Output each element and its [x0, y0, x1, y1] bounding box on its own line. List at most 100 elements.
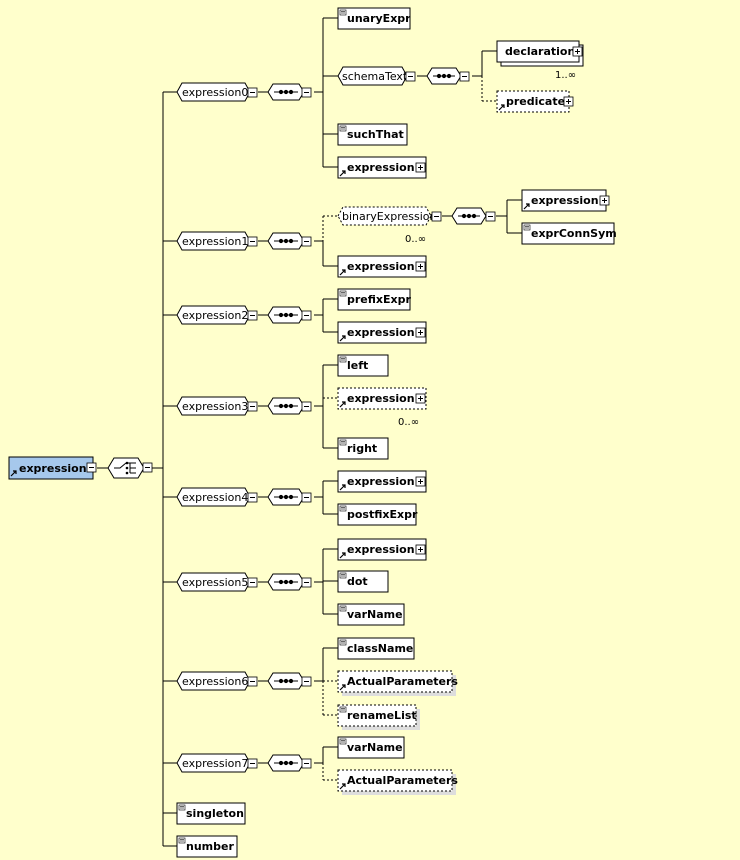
- element-label: suchThat: [347, 128, 404, 141]
- group-node-expression0[interactable]: expression0: [176, 82, 251, 102]
- occurrence-label: 0..∞: [398, 417, 419, 428]
- element-label: ActualParameters: [347, 774, 458, 787]
- group-label: expression4: [182, 491, 248, 504]
- collapse-icon[interactable]: [86, 462, 97, 473]
- element-varName[interactable]: varName: [337, 603, 405, 626]
- collapse-icon[interactable]: [142, 462, 153, 473]
- element-dot[interactable]: dot: [337, 570, 389, 593]
- collapse-icon[interactable]: [247, 310, 258, 321]
- expand-icon[interactable]: [415, 476, 426, 487]
- collapse-icon[interactable]: [431, 211, 442, 222]
- group-label: schemaText: [342, 70, 408, 83]
- element-label: dot: [347, 575, 368, 588]
- element-ActualParameters[interactable]: ActualParameters: [337, 769, 458, 795]
- element-right[interactable]: right: [337, 437, 389, 460]
- group-node-expression5[interactable]: expression5: [176, 572, 251, 592]
- group-node-expression4[interactable]: expression4: [176, 487, 251, 507]
- element-label: postfixExpr: [347, 508, 418, 521]
- element-label: number: [186, 840, 234, 853]
- expand-icon[interactable]: [415, 261, 426, 272]
- element-declaration[interactable]: declaration: [496, 40, 584, 67]
- root-element-label: expression: [19, 462, 87, 475]
- element-expression-ref[interactable]: expression: [337, 387, 427, 410]
- expand-icon[interactable]: [599, 195, 610, 206]
- element-singleton[interactable]: singleton: [176, 802, 246, 825]
- element-label: expression: [531, 194, 599, 207]
- group-label: expression5: [182, 576, 248, 589]
- element-className[interactable]: className: [337, 637, 415, 660]
- occurrence-label: 0..∞: [405, 234, 426, 245]
- element-label: renameList: [347, 709, 417, 722]
- collapse-icon[interactable]: [247, 236, 258, 247]
- element-left[interactable]: left: [337, 354, 389, 377]
- group-node-expression3[interactable]: expression3: [176, 396, 251, 416]
- collapse-icon[interactable]: [247, 758, 258, 769]
- element-label: exprConnSym: [531, 227, 617, 240]
- element-label: declaration: [505, 45, 575, 58]
- element-label: singleton: [186, 807, 244, 820]
- element-label: ActualParameters: [347, 675, 458, 688]
- collapse-icon[interactable]: [247, 676, 258, 687]
- collapse-icon[interactable]: [247, 87, 258, 98]
- group-node-expression7[interactable]: expression7: [176, 753, 251, 773]
- element-expression-ref[interactable]: expression: [337, 470, 427, 493]
- element-renameList[interactable]: renameList: [337, 704, 420, 730]
- element-unaryExpr[interactable]: unaryExpr: [337, 7, 411, 30]
- element-label: expression: [347, 260, 415, 273]
- expand-icon[interactable]: [572, 46, 583, 57]
- optional-connector-lines: [322, 76, 497, 781]
- element-postfixExpr[interactable]: postfixExpr: [337, 503, 418, 526]
- choice-compositor: [107, 457, 145, 479]
- element-label: expression: [347, 475, 415, 488]
- group-node-schemaText[interactable]: schemaText: [337, 66, 408, 86]
- expand-icon[interactable]: [415, 162, 426, 173]
- group-label: expression6: [182, 675, 248, 688]
- element-label: prefixExpr: [347, 293, 411, 306]
- element-expression-ref[interactable]: expression: [337, 538, 427, 561]
- collapse-icon[interactable]: [405, 71, 416, 82]
- element-predicate[interactable]: predicate: [496, 90, 574, 113]
- collapse-icon[interactable]: [247, 401, 258, 412]
- element-suchThat[interactable]: suchThat: [337, 123, 408, 146]
- group-node-binaryExpression[interactable]: binaryExpression: [337, 206, 437, 226]
- group-label: expression7: [182, 757, 248, 770]
- element-label: varName: [347, 741, 403, 754]
- expand-icon[interactable]: [415, 327, 426, 338]
- root-element-node[interactable]: expression: [8, 456, 94, 480]
- connector-lines: [97, 17, 522, 847]
- element-label: expression: [347, 543, 415, 556]
- expand-icon[interactable]: [415, 393, 426, 404]
- element-label: varName: [347, 608, 403, 621]
- element-expression-ref[interactable]: expression: [521, 189, 610, 212]
- element-exprConnSym[interactable]: exprConnSym: [521, 222, 617, 245]
- group-label: expression3: [182, 400, 248, 413]
- collapse-icon[interactable]: [247, 577, 258, 588]
- expand-icon[interactable]: [563, 96, 574, 107]
- group-label: binaryExpression: [342, 210, 437, 223]
- expand-icon[interactable]: [415, 544, 426, 555]
- element-expression-ref[interactable]: expression: [337, 321, 427, 344]
- element-ActualParameters[interactable]: ActualParameters: [337, 670, 458, 696]
- element-number[interactable]: number: [176, 835, 238, 858]
- group-label: expression2: [182, 309, 248, 322]
- group-node-expression1[interactable]: expression1: [176, 231, 251, 251]
- collapse-icon[interactable]: [247, 492, 258, 503]
- sequence-dots: [274, 73, 480, 766]
- element-label: right: [347, 442, 377, 455]
- element-label: predicate: [506, 95, 565, 108]
- element-label: expression: [347, 326, 415, 339]
- element-expression-ref[interactable]: expression: [337, 255, 427, 278]
- group-node-expression6[interactable]: expression6: [176, 671, 251, 691]
- group-node-expression2[interactable]: expression2: [176, 305, 251, 325]
- element-prefixExpr[interactable]: prefixExpr: [337, 288, 411, 311]
- occurrence-label: 1..∞: [555, 70, 576, 81]
- element-label: left: [347, 359, 368, 372]
- element-varName[interactable]: varName: [337, 736, 405, 759]
- element-label: unaryExpr: [347, 12, 411, 25]
- element-label: expression: [347, 161, 415, 174]
- group-label: expression0: [182, 86, 248, 99]
- element-label: expression: [347, 392, 415, 405]
- element-label: className: [347, 642, 413, 655]
- element-expression-ref[interactable]: expression: [337, 156, 427, 179]
